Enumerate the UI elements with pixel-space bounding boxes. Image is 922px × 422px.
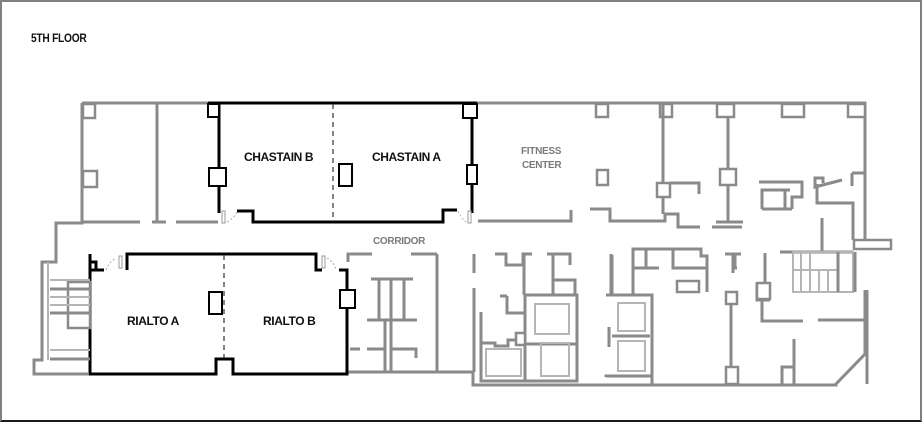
room-label-fitness-center-2: CENTER xyxy=(522,160,562,171)
room-label-rialto-a: RIALTO A xyxy=(127,314,180,328)
chastain-room-outline xyxy=(207,101,478,224)
rialto-room-outline xyxy=(50,252,356,376)
building-outline xyxy=(32,101,867,387)
east-wing-walls xyxy=(594,102,893,293)
room-label-rialto-b: RIALTO B xyxy=(263,314,316,328)
room-label-fitness-center-1: FITNESS xyxy=(521,146,562,157)
room-label-corridor: CORRIDOR xyxy=(373,236,426,247)
room-label-chastain-a: CHASTAIN A xyxy=(372,150,441,164)
floor-title: 5TH FLOOR xyxy=(31,31,87,45)
room-label-chastain-b: CHASTAIN B xyxy=(244,150,314,164)
south-wing-walls xyxy=(346,247,869,386)
